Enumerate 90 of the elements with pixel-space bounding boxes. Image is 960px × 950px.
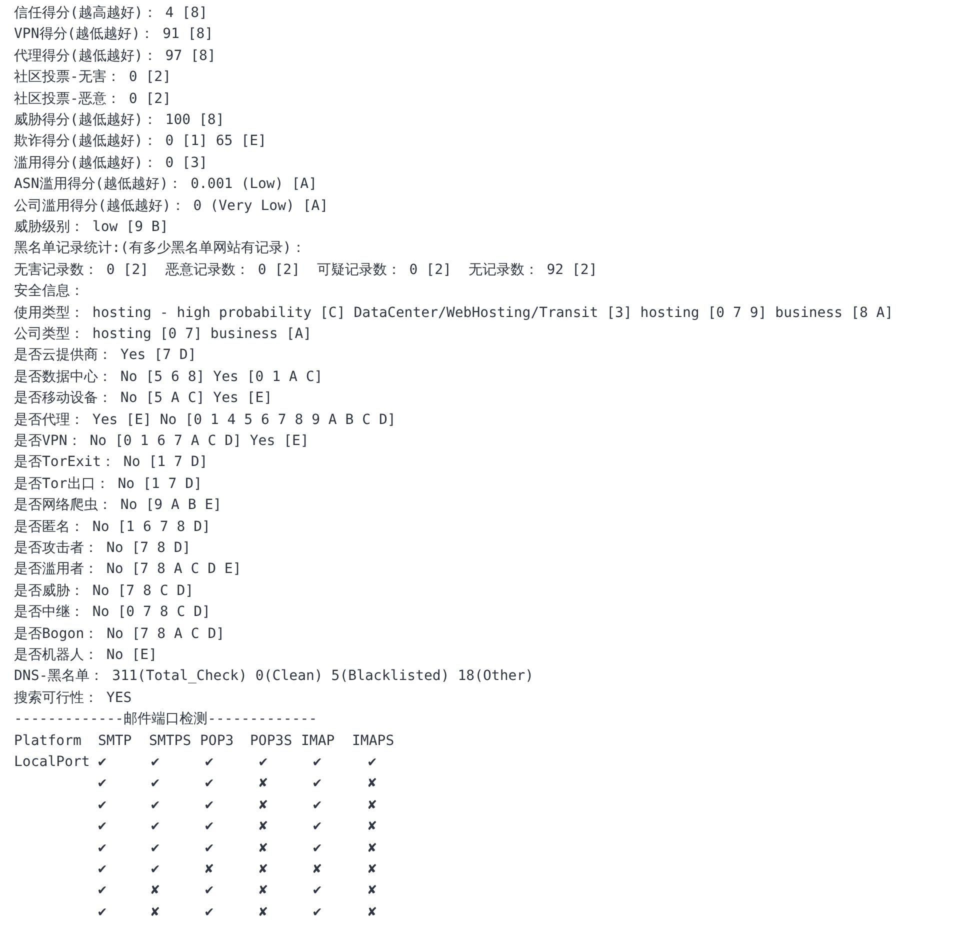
output-line: 是否VPN： No [0 1 6 7 A C D] Yes [E]: [14, 432, 309, 451]
port-status: ✘: [259, 796, 268, 815]
output-line: 是否数据中心： No [5 6 8] Yes [0 1 A C]: [14, 368, 323, 387]
port-status: ✘: [151, 902, 160, 922]
port-status: ✔: [151, 860, 160, 879]
port-status: ✘: [259, 838, 268, 858]
column-header: SMTPS: [149, 732, 192, 751]
port-status: ✔: [151, 753, 160, 772]
column-header: IMAP: [301, 732, 335, 751]
column-header: IMAPS: [352, 732, 394, 751]
port-status: ✔: [259, 753, 268, 772]
port-status: ✔: [205, 796, 214, 815]
port-status: ✘: [368, 838, 376, 858]
port-status: ✔: [98, 817, 106, 836]
port-status: ✔: [313, 838, 322, 858]
output-line: 是否Tor出口： No [1 7 D]: [14, 474, 202, 494]
port-status: ✔: [368, 753, 376, 772]
port-status: ✔: [205, 881, 214, 900]
port-status: ✘: [151, 881, 160, 900]
output-line: 是否网络爬虫： No [9 A B E]: [14, 496, 222, 516]
output-line: 是否云提供商： Yes [7 D]: [14, 346, 196, 366]
output-line: DNS-黑名单： 311(Total_Check) 0(Clean) 5(Blacklisted) 18(Other): [14, 667, 534, 686]
output-line: 信任得分(越高越好)： 4 [8]: [14, 4, 208, 23]
column-header: POP3: [200, 732, 234, 751]
port-status: ✘: [259, 902, 268, 922]
column-header: Platform: [14, 732, 82, 751]
output-line: 是否机器人： No [E]: [14, 646, 158, 665]
port-status: ✔: [98, 838, 106, 858]
port-status: ✔: [98, 902, 106, 922]
port-status: ✘: [368, 796, 376, 815]
output-line: 是否移动设备： No [5 A C] Yes [E]: [14, 389, 272, 408]
output-line: 代理得分(越低越好)： 97 [8]: [14, 46, 216, 66]
output-line: 安全信息：: [14, 282, 84, 302]
output-line: 无害记录数： 0 [2] 恶意记录数： 0 [2] 可疑记录数： 0 [2] 无记录数： 92 [2]: [14, 260, 598, 280]
port-status: ✔: [205, 774, 214, 794]
port-status: ✔: [151, 817, 160, 836]
port-status: ✔: [98, 753, 106, 772]
output-line: 社区投票-恶意： 0 [2]: [14, 90, 172, 109]
port-status: ✘: [259, 881, 268, 900]
output-line: 威胁级别： low [9 B]: [14, 218, 168, 237]
port-status: ✔: [98, 774, 106, 794]
column-header: SMTP: [98, 732, 132, 751]
port-status: ✔: [205, 838, 214, 858]
port-status: ✔: [98, 860, 106, 879]
output-line: 使用类型： hosting - high probability [C] DataCenter/WebHosting/Transit [3] hosting [0 7 9] business [8 A]: [14, 304, 894, 323]
port-status: ✔: [313, 817, 322, 836]
port-status: ✔: [313, 881, 322, 900]
port-status: ✔: [151, 838, 160, 858]
output-line: 是否TorExit： No [1 7 D]: [14, 453, 208, 472]
output-line: 是否威胁： No [7 8 C D]: [14, 582, 194, 601]
output-line: 滥用得分(越低越好)： 0 [3]: [14, 154, 208, 173]
row-label: LocalPort: [14, 753, 90, 772]
port-status: ✔: [151, 774, 160, 794]
port-status: ✔: [313, 902, 322, 922]
section-divider-heading: -------------邮件端口检测-------------: [14, 710, 318, 730]
port-status: ✘: [259, 860, 268, 879]
port-status: ✘: [368, 902, 376, 922]
port-status: ✔: [205, 753, 214, 772]
port-status: ✔: [313, 753, 322, 772]
output-line: 公司滥用得分(越低越好)： 0 (Very Low) [A]: [14, 196, 328, 216]
port-status: ✘: [259, 817, 268, 836]
port-status: ✘: [368, 774, 376, 794]
port-status: ✔: [313, 774, 322, 794]
port-status: ✔: [151, 796, 160, 815]
output-line: VPN得分(越低越好)： 91 [8]: [14, 25, 214, 44]
port-status: ✘: [368, 881, 376, 900]
output-line: 欺诈得分(越低越好)： 0 [1] 65 [E]: [14, 132, 266, 152]
port-status: ✔: [98, 881, 106, 900]
output-line: 搜索可行性： YES: [14, 688, 132, 708]
output-line: 社区投票-无害： 0 [2]: [14, 68, 172, 88]
output-line: 是否滥用者： No [7 8 A C D E]: [14, 560, 242, 580]
output-line: 是否Bogon： No [7 8 A C D]: [14, 624, 225, 644]
port-status: ✔: [205, 817, 214, 836]
port-status: ✘: [368, 817, 376, 836]
output-line: 黑名单记录统计:(有多少黑名单网站有记录)：: [14, 239, 306, 258]
output-line: 是否中继： No [0 7 8 C D]: [14, 603, 210, 622]
output-line: 是否代理： Yes [E] No [0 1 4 5 6 7 8 9 A B C D]: [14, 410, 396, 430]
port-status: ✘: [368, 860, 376, 879]
output-line: 是否攻击者： No [7 8 D]: [14, 539, 191, 558]
output-line: 威胁得分(越低越好)： 100 [8]: [14, 111, 224, 130]
output-line: ASN滥用得分(越低越好)： 0.001 (Low) [A]: [14, 175, 318, 194]
output-line: 是否匿名： No [1 6 7 8 D]: [14, 518, 210, 537]
column-header: POP3S: [250, 732, 292, 751]
port-status: ✔: [313, 796, 322, 815]
port-status: ✔: [205, 902, 214, 922]
port-status: ✔: [98, 796, 106, 815]
port-status: ✘: [259, 774, 268, 794]
port-status: ✘: [313, 860, 322, 879]
port-status: ✘: [205, 860, 214, 879]
output-line: 公司类型： hosting [0 7] business [A]: [14, 325, 312, 344]
